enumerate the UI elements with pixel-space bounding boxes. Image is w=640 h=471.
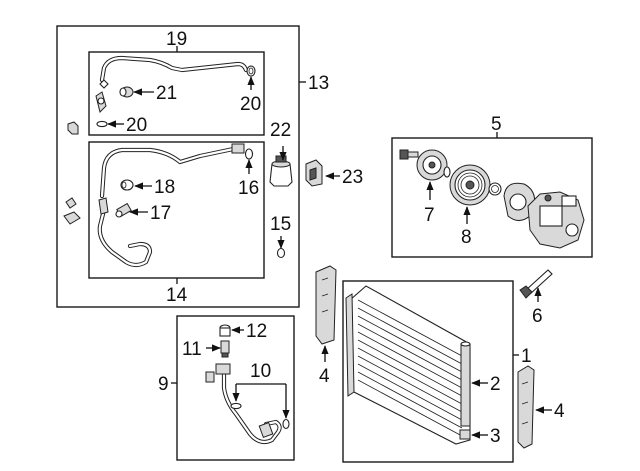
callout-15: 15 [270, 214, 291, 235]
receiver-drier-part-22 [269, 155, 293, 187]
callout-5: 5 [491, 114, 502, 135]
air-guide-part-4-left [315, 265, 337, 345]
o-ring-part-20-lower [96, 120, 108, 128]
o-ring-part-15 [276, 247, 286, 259]
leader-lines [107, 46, 552, 439]
callout-8: 8 [461, 227, 472, 248]
o-ring-part-10-left [230, 402, 242, 410]
valve-part-11 [220, 340, 230, 358]
compressor-body [527, 191, 585, 249]
callout-14: 14 [166, 285, 188, 306]
shim-ring [443, 166, 451, 178]
callout-17: 17 [150, 203, 171, 224]
clutch-plate-part-7 [416, 149, 448, 181]
fitting-part-21 [119, 86, 134, 98]
liquid-line-hose-9 [215, 363, 282, 445]
bolt-part-6 [519, 269, 553, 299]
callout-3: 3 [490, 426, 501, 447]
callout-11: 11 [182, 339, 202, 360]
callout-2: 2 [490, 374, 501, 395]
coil-part [503, 182, 536, 221]
air-guide-part-4-right [517, 365, 535, 449]
clip-part-9 [205, 371, 215, 383]
callout-21: 21 [156, 83, 177, 104]
callout-23: 23 [342, 167, 363, 188]
bracket-clip-middle [65, 197, 77, 209]
callout-20-upper: 20 [240, 94, 261, 115]
snap-ring [488, 182, 502, 196]
callout-7: 7 [424, 205, 435, 226]
callout-16: 16 [238, 178, 259, 199]
plug-part-3 [459, 429, 471, 440]
bracket-part-23 [305, 159, 323, 187]
callout-18: 18 [154, 177, 175, 198]
valve-part-17 [115, 202, 132, 218]
callout-12: 12 [246, 321, 267, 342]
callout-9: 9 [158, 374, 169, 395]
callout-6: 6 [532, 306, 543, 327]
suction-hose-14 [97, 143, 245, 268]
discharge-hose-19 [95, 55, 249, 113]
receiver-drier-tank-part-2 [460, 341, 471, 427]
bracket-clip-upper [67, 121, 79, 135]
pulley-part-8 [449, 164, 491, 206]
condenser-part-1 [345, 285, 471, 445]
bolt-part-5 [399, 149, 419, 160]
callout-labels: 1 2 3 4 4 5 6 7 8 9 10 11 12 13 14 15 16… [126, 29, 565, 447]
callout-13: 13 [308, 73, 329, 94]
callout-4-left: 4 [319, 366, 330, 387]
group-box-14 [88, 141, 265, 279]
callout-20-lower: 20 [126, 115, 147, 136]
bracket-clip-lower [63, 211, 81, 225]
o-ring-part-20-upper [246, 65, 256, 77]
cap-part-12 [219, 324, 231, 337]
callout-22: 22 [270, 120, 291, 141]
o-ring-part-10-right [282, 418, 290, 430]
callout-4-right: 4 [554, 401, 565, 422]
fitting-part-16 [244, 148, 254, 160]
callout-19: 19 [166, 29, 187, 50]
callout-10: 10 [250, 361, 271, 382]
cap-part-18 [120, 179, 134, 191]
callout-1: 1 [521, 346, 532, 367]
